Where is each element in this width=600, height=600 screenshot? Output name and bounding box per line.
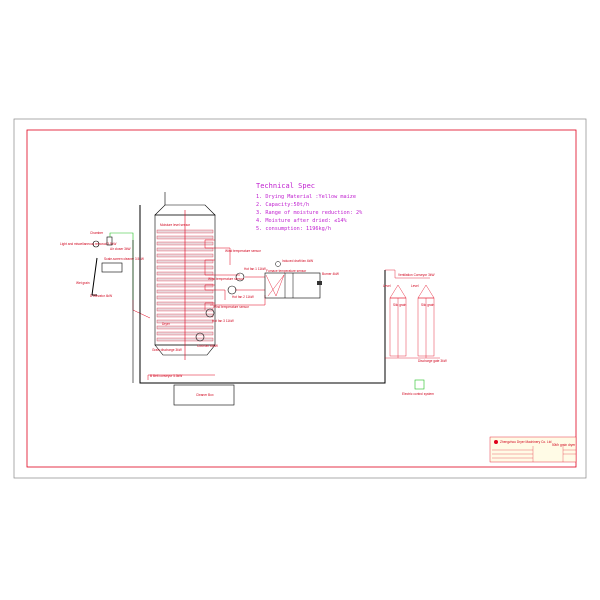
inner-frame (26, 129, 577, 468)
induced-fan-icon (275, 261, 281, 267)
drawing-label: Technical Spec (256, 182, 315, 190)
drawing-label: 5. consumption: 1196kg/h (256, 226, 331, 232)
furnace: Induced draft fan 4kW Furnace temperatur… (264, 259, 339, 299)
drawing-label: 2. Capacity:50t/h (256, 202, 309, 208)
hot-fan-2-icon (227, 285, 237, 295)
drawing-label: Wind temperature sensor (225, 249, 262, 253)
cleaner-box (173, 384, 235, 406)
drawing-label: Air closer 3kW (110, 247, 131, 251)
drawing-label: Chamber (90, 231, 104, 235)
drawing-label: Moisture level sensor (160, 223, 191, 227)
drawing-label: Hot fan 1 11kW (244, 267, 266, 271)
drawing-label: Discharge gate 3kW (418, 359, 447, 363)
cold-fan-icon (195, 332, 205, 342)
technical-spec: Technical Spec 1. Drying Material :Yello… (256, 182, 363, 232)
drawing-label: 50t/h grain dryer (552, 443, 576, 447)
drawing-label: Grain discharge 3kW (152, 348, 182, 352)
drawing-label: Zhengzhou Dryer Machinery Co. Ltd (500, 440, 552, 444)
drawing-label: Wind temperature sensor (213, 305, 250, 309)
drawing-label: 4. Moisture after dried: ≤14% (256, 218, 347, 224)
control-cabinet-icon (414, 379, 425, 390)
drawing-label: Burner 4kW (322, 272, 339, 276)
hot-fan-3-icon (205, 308, 215, 318)
cyclone-icon (92, 240, 100, 248)
drawing-label: Silo grain (393, 303, 407, 307)
drawing-label: Electric control system (402, 392, 434, 396)
silos (385, 269, 440, 359)
drawing-label: D Elevator 4kW (90, 294, 112, 298)
drawing-label: Induced draft fan 4kW (282, 259, 313, 263)
drawing-label: B Belt conveyor 5.5kW (150, 374, 182, 378)
drawing-label: Silo grain (421, 303, 435, 307)
drawing-label: Cleaner Box (196, 393, 214, 397)
drawing-label: Cold fan 45kW (197, 344, 218, 348)
drawing-label: Level (411, 284, 419, 288)
drawing-label: Dryer (162, 322, 171, 326)
drawing-label: Light and miscellaneous removal 3.5kW (60, 242, 116, 246)
conveyor: B Belt conveyor 5.5kW Cleaner Box (132, 205, 386, 406)
drawing-label: Ventilation Conveyor 3kW (398, 273, 435, 277)
cleaner-icon (101, 262, 123, 273)
drawing-label: Level (383, 284, 391, 288)
drawing-label: 1. Drying Material :Yellow maize (256, 194, 356, 200)
drawing-label: Wind temperature sensor (208, 277, 245, 281)
drawing-label: Hot fan 3 11kW (212, 319, 234, 323)
hot-air-ducts (204, 239, 266, 310)
cleaning-section: Chamber Light and miscellaneous removal … (60, 231, 151, 319)
drawing-label: Furnace temperature sensor (266, 269, 307, 273)
drawing-label: Hot fan 2 11kW (232, 295, 254, 299)
hot-fan-1-icon (235, 272, 245, 282)
drawing-label: 3. Range of moisture reduction: 2% (256, 210, 363, 216)
outer-frame (13, 118, 587, 479)
drawing-label: Scale-screen cleaner 3.5kW (104, 257, 144, 261)
drawing-label: Wet grain (76, 281, 90, 285)
dryer-tower: Moisture level sensor Dryer Grain discha… (152, 192, 218, 360)
title-block: Zhengzhou Dryer Machinery Co. Ltd 50t/h … (489, 436, 577, 463)
